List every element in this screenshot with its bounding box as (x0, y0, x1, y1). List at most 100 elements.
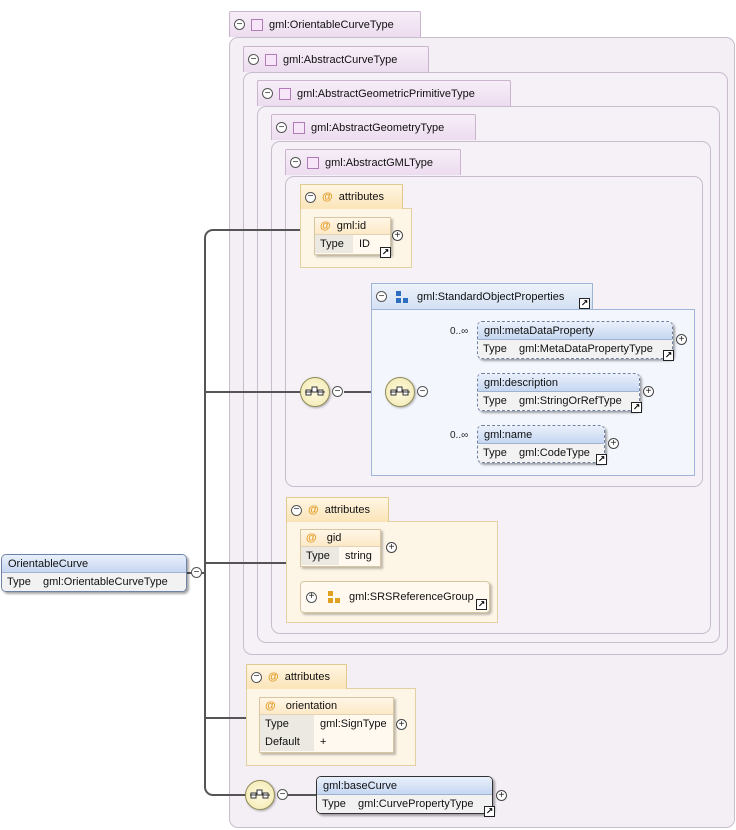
cardinality-label: 0..∞ (450, 430, 469, 441)
root-collapse-icon[interactable]: − (191, 567, 202, 578)
type-link-icon[interactable]: ↗ (596, 454, 607, 465)
element-type-row: Type gml:MetaDataPropertyType (478, 340, 672, 358)
attribute-at-icon: @ (308, 504, 319, 516)
tab-orientable-curve-type[interactable]: − gml:OrientableCurveType (229, 11, 421, 37)
attribute-at-icon: @ (306, 532, 317, 544)
group-name: gml:StandardObjectProperties (417, 290, 565, 303)
sequence-glyph (250, 789, 270, 799)
attributes-tab-gid[interactable]: − @ attributes (286, 497, 389, 522)
trunk-vertical (204, 238, 206, 788)
type-name: gml:AbstractGeometricPrimitiveType (297, 87, 475, 100)
attributes-label: attributes (324, 504, 370, 516)
collapse-icon[interactable]: − (234, 19, 245, 30)
attributes-tab-gml-id[interactable]: − @ attributes (300, 184, 403, 209)
tab-abstract-gml-type[interactable]: − gml:AbstractGMLType (285, 149, 461, 175)
branch-attributes-gid (204, 562, 288, 564)
attributes-tab-orientation[interactable]: − @ attributes (246, 664, 347, 689)
branch-gml-id (212, 229, 300, 231)
type-value: gml:OrientableCurveType (43, 576, 168, 588)
sequence-collapse-icon[interactable]: − (277, 789, 288, 800)
attribute-type-row: Type string (301, 547, 380, 565)
sequence-glyph (305, 386, 325, 396)
type-value: gml:StringOrRefType (519, 395, 622, 407)
attributes-label: attributes (338, 191, 384, 203)
collapse-icon[interactable]: − (248, 54, 259, 65)
root-element-orientable-curve[interactable]: OrientableCurve Type gml:OrientableCurve… (1, 554, 187, 592)
sequence-collapse-icon[interactable]: − (332, 386, 343, 397)
collapse-icon[interactable]: − (251, 671, 262, 683)
sequence-compositor-icon[interactable] (300, 377, 330, 407)
expand-icon[interactable]: + (306, 591, 317, 603)
sequence-compositor-icon[interactable] (385, 377, 415, 407)
element-name-code[interactable]: gml:name Type gml:CodeType (477, 425, 605, 463)
type-name: gml:AbstractGMLType (325, 156, 433, 169)
expand-icon[interactable]: + (386, 542, 397, 553)
attribute-orientation[interactable]: @ orientation Type gml:SignType Default … (259, 697, 394, 753)
collapse-icon[interactable]: − (376, 291, 387, 302)
complex-type-icon (293, 121, 305, 134)
attribute-name: gml:id (336, 220, 367, 232)
collapse-icon[interactable]: − (305, 191, 316, 203)
type-link-icon[interactable]: ↗ (484, 806, 495, 817)
type-key: Type (322, 798, 346, 810)
element-name: gml:metaDataProperty (478, 322, 672, 340)
attribute-at-icon: @ (268, 671, 279, 683)
complex-type-icon (265, 53, 277, 66)
branch-sequence (204, 391, 302, 393)
sequence-glyph (390, 386, 410, 396)
attribute-at-icon: @ (265, 700, 276, 712)
attribute-gml-id[interactable]: @ gml:id Type ID (314, 217, 391, 255)
type-value: string (345, 550, 372, 562)
attribute-default-row: Default + (260, 733, 393, 751)
element-type-row: Type gml:CodeType (478, 444, 604, 462)
trunk-bottom-curve (204, 786, 214, 796)
collapse-icon[interactable]: − (276, 122, 287, 133)
complex-type-icon (279, 87, 291, 100)
type-name: gml:AbstractGeometryType (311, 121, 445, 134)
srs-reference-group[interactable]: + gml:SRSReferenceGroup (300, 581, 490, 613)
element-type-row: Type gml:OrientableCurveType (2, 573, 186, 591)
attribute-at-icon: @ (320, 220, 331, 232)
element-type-row: Type gml:CurvePropertyType (317, 795, 492, 813)
sequence-collapse-icon[interactable]: − (417, 386, 428, 397)
attribute-gid[interactable]: @ gid Type string (300, 529, 381, 567)
type-key: Type (301, 547, 339, 565)
element-base-curve[interactable]: gml:baseCurve Type gml:CurvePropertyType (316, 776, 493, 814)
type-link-icon[interactable]: ↗ (579, 298, 590, 309)
tab-abstract-geometry-type[interactable]: − gml:AbstractGeometryType (271, 114, 476, 140)
attribute-name: gid (326, 532, 342, 544)
expand-icon[interactable]: + (676, 334, 687, 345)
type-key: Type (260, 715, 314, 733)
default-key: Default (260, 733, 314, 751)
type-key: Type (483, 343, 507, 355)
tab-abstract-geometric-primitive-type[interactable]: − gml:AbstractGeometricPrimitiveType (257, 80, 511, 106)
element-name: OrientableCurve (2, 555, 186, 573)
standard-object-properties-tab[interactable]: − gml:StandardObjectProperties (371, 283, 593, 309)
expand-icon[interactable]: + (496, 790, 507, 801)
collapse-icon[interactable]: − (290, 157, 301, 168)
expand-icon[interactable]: + (608, 438, 619, 449)
tab-abstract-curve-type[interactable]: − gml:AbstractCurveType (243, 46, 429, 72)
type-key: Type (315, 235, 353, 253)
type-link-icon[interactable]: ↗ (380, 247, 391, 258)
type-link-icon[interactable]: ↗ (663, 350, 674, 361)
cardinality-label: 0..∞ (450, 326, 469, 337)
type-link-icon[interactable]: ↗ (476, 599, 487, 610)
element-name: gml:name (478, 426, 604, 444)
attribute-type-row: Type gml:SignType (260, 715, 393, 733)
type-link-icon[interactable]: ↗ (631, 402, 642, 413)
collapse-icon[interactable]: − (291, 504, 302, 516)
attribute-header: @ gml:id (315, 218, 390, 235)
expand-icon[interactable]: + (396, 719, 407, 730)
attributes-label: attributes (284, 671, 330, 683)
type-name: gml:OrientableCurveType (269, 18, 394, 31)
element-description[interactable]: gml:description Type gml:StringOrRefType (477, 373, 640, 411)
sequence-compositor-icon[interactable] (245, 780, 275, 810)
type-value: gml:CodeType (519, 447, 590, 459)
collapse-icon[interactable]: − (262, 88, 273, 99)
expand-icon[interactable]: + (643, 386, 654, 397)
attribute-at-icon: @ (322, 191, 333, 203)
element-meta-data-property[interactable]: gml:metaDataProperty Type gml:MetaDataPr… (477, 321, 673, 359)
expand-icon[interactable]: + (392, 230, 403, 241)
attribute-header: @ orientation (260, 698, 393, 715)
